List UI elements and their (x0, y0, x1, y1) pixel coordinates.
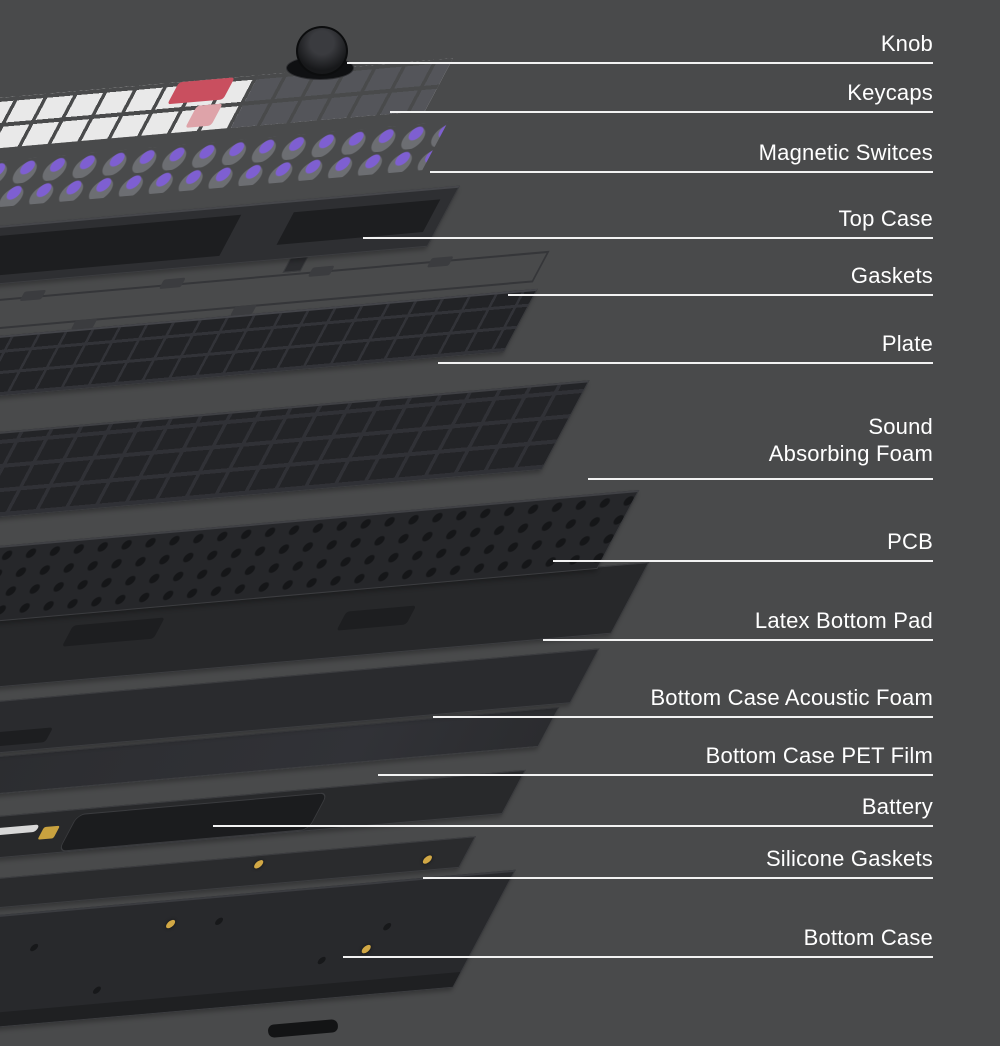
battery-cable-icon (0, 824, 40, 839)
label-sound-absorbing-foam: Sound Absorbing Foam (768, 414, 933, 466)
gasket-tab (307, 265, 335, 277)
gold-insert-icon (164, 919, 177, 929)
callout-line-pcb (553, 560, 933, 562)
red-keycap (167, 77, 235, 105)
label-bottom-case-acoustic-foam: Bottom Case Acoustic Foam (650, 685, 933, 710)
pink-keycap (185, 103, 223, 128)
label-knob: Knob (880, 31, 933, 56)
knob-graphic (296, 26, 348, 76)
callout-line-sound-absorbing-foam (588, 478, 933, 480)
gasket-tab (19, 289, 47, 302)
callout-line-bottom-case-acoustic-foam (433, 716, 933, 718)
callout-line-battery (213, 825, 933, 827)
callout-line-gaskets (508, 294, 933, 296)
label-silicone-gaskets: Silicone Gaskets (765, 846, 933, 871)
screw-hole-icon (316, 956, 328, 965)
pad-cutout (61, 617, 165, 647)
screw-hole-icon (28, 943, 40, 952)
callout-line-latex-bottom-pad (543, 639, 933, 641)
label-gaskets: Gaskets (850, 263, 933, 288)
battery-cell-graphic (57, 792, 329, 853)
label-battery: Battery (861, 794, 933, 819)
foam-cutout (0, 727, 54, 749)
label-magnetic-switches: Magnetic Switces (758, 140, 933, 165)
callout-line-bottom-case (343, 956, 933, 958)
callout-line-knob (347, 62, 933, 64)
callout-line-plate (438, 362, 933, 364)
callout-line-bottom-case-pet-film (378, 774, 933, 776)
callout-line-silicone-gaskets (423, 877, 933, 879)
label-bottom-case: Bottom Case (803, 925, 933, 950)
label-top-case: Top Case (838, 206, 933, 231)
top-case-cutout (0, 214, 242, 283)
callout-line-top-case (363, 237, 933, 239)
label-plate: Plate (881, 331, 933, 356)
keyboard-foot-graphic (267, 1018, 339, 1039)
screw-hole-icon (91, 986, 103, 995)
gold-pin-icon (421, 854, 434, 865)
label-latex-bottom-pad: Latex Bottom Pad (754, 608, 933, 633)
callout-line-keycaps (390, 111, 933, 113)
pad-cutout (336, 605, 417, 631)
gasket-tab (426, 256, 454, 268)
callout-line-magnetic-switches (430, 171, 933, 173)
battery-connector-icon (37, 825, 61, 840)
gold-pin-icon (252, 859, 265, 869)
screw-hole-icon (381, 922, 393, 931)
label-keycaps: Keycaps (847, 80, 933, 105)
gasket-tab (158, 277, 186, 289)
screw-hole-icon (213, 917, 225, 926)
label-pcb: PCB (887, 529, 933, 554)
gold-insert-icon (360, 944, 373, 954)
label-bottom-case-pet-film: Bottom Case PET Film (705, 743, 933, 768)
bottom-case-lip (0, 971, 461, 1038)
